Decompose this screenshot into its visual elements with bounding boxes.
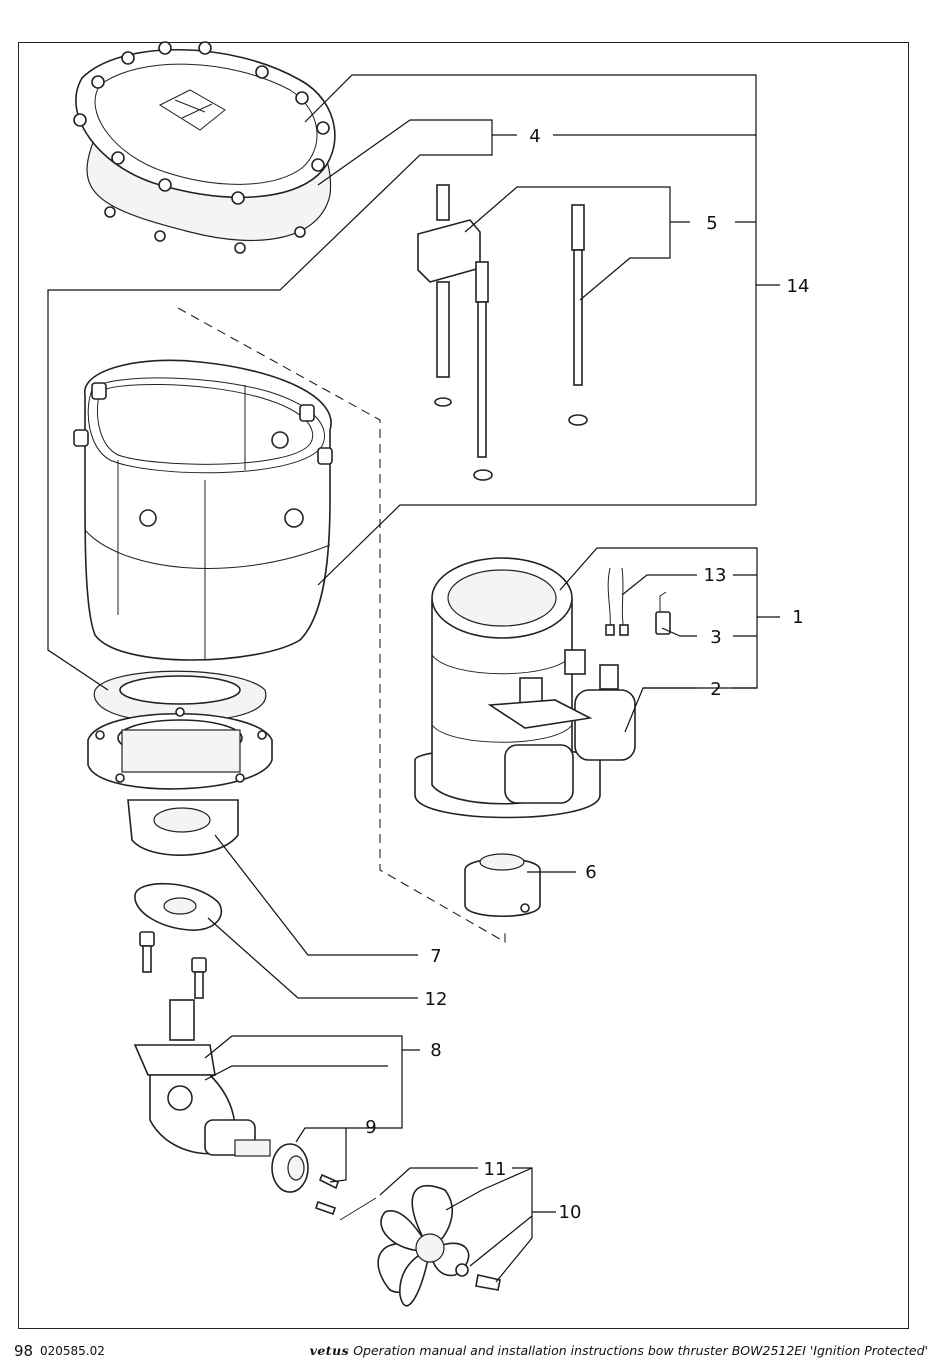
callout-10: 10: [559, 1202, 582, 1223]
lower-bracket: [127, 799, 239, 856]
callout-11: 11: [484, 1159, 507, 1180]
callout-3: 3: [710, 627, 721, 648]
callout-2: 2: [710, 679, 721, 700]
alignment-centerline: [177, 307, 506, 943]
callout-13: 13: [704, 565, 727, 586]
tie-rods: [417, 184, 588, 481]
callout-6: 6: [585, 862, 596, 883]
document-code: 020585.02: [40, 1344, 105, 1358]
housing-upper: [73, 359, 333, 661]
coupling: [464, 853, 541, 917]
bolts: [139, 931, 207, 999]
callout-12: 12: [425, 989, 448, 1010]
brand-logo: vetus: [309, 1343, 350, 1358]
callout-14: 14: [787, 276, 810, 297]
callout-1: 1: [792, 607, 803, 628]
gear-leg: [133, 999, 271, 1157]
callout-9: 9: [365, 1117, 376, 1138]
cover-and-gasket: [73, 41, 336, 254]
flange-and-gasket: [87, 670, 273, 790]
callout-7: 7: [430, 946, 441, 967]
manual-title: Operation manual and installation instru…: [353, 1343, 928, 1358]
leader-lines: [47, 74, 780, 1283]
cables-and-brush: [605, 567, 671, 636]
callout-4: 4: [529, 126, 540, 147]
exploded-view-diagram: 1 2 3 4 5 6 7 8 9 10 11 12 13 14: [47, 41, 809, 1307]
callout-8: 8: [430, 1040, 441, 1061]
propeller: [377, 1184, 501, 1307]
drawing-frame: [18, 42, 909, 1329]
intermediate-gasket: [134, 882, 223, 931]
motor-assembly: [414, 557, 636, 819]
callout-labels: 1 2 3 4 5 6 7 8 9 10 11 12 13 14: [365, 126, 809, 1223]
callout-5: 5: [706, 213, 717, 234]
page-number: 98: [14, 1342, 34, 1360]
prop-hub-parts: [271, 1143, 377, 1221]
